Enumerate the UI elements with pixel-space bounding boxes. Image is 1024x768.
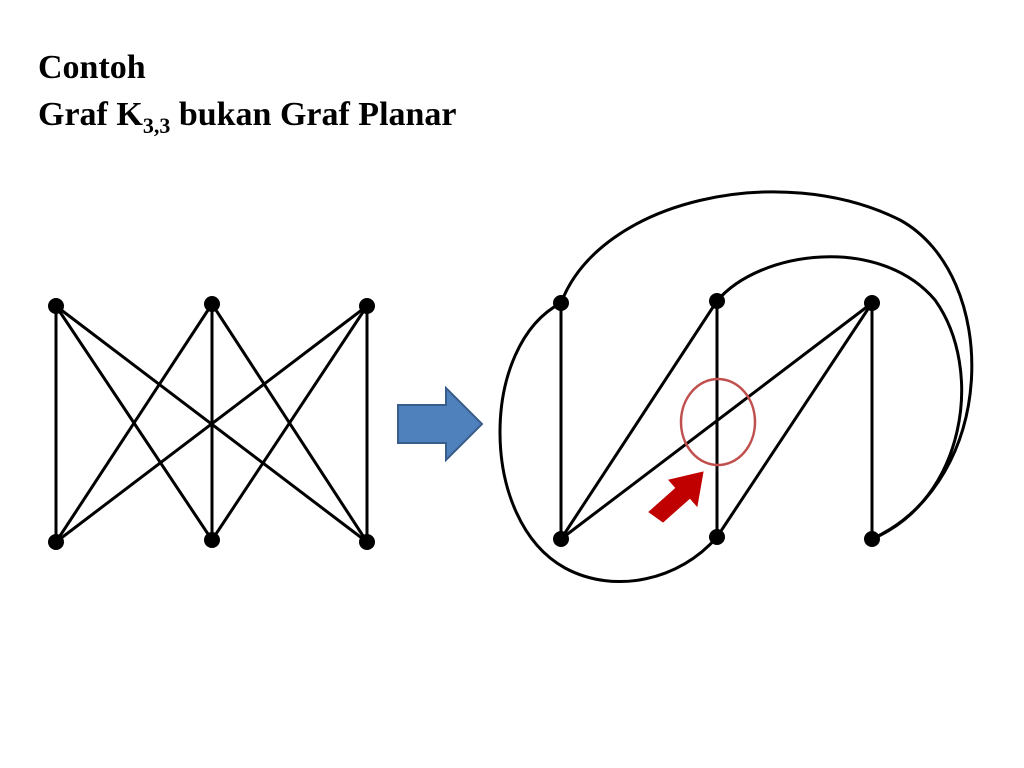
- subtitle-prefix: Graf K: [38, 96, 143, 133]
- edge-right-a3-b1: [560, 301, 873, 541]
- edge-left-a3-b2: [210, 305, 369, 541]
- edge-right-a1-b3: [559, 190, 974, 541]
- vertex-right-b3: [864, 531, 880, 547]
- vertex-left-b1: [48, 534, 64, 550]
- vertex-right-a2: [709, 293, 725, 309]
- vertex-right-b1: [553, 531, 569, 547]
- crossing-highlight-ellipse: [679, 377, 757, 467]
- vertex-left-b3: [359, 534, 375, 550]
- edge-right-a2-b1: [559, 300, 719, 540]
- vertex-left-a1: [48, 298, 64, 314]
- graph-right: [498, 190, 974, 583]
- graph-left-vertices: [48, 296, 375, 550]
- graph-right-vertices: [553, 293, 880, 547]
- graph-left: [54, 303, 369, 544]
- edge-right-a3-b2: [715, 302, 874, 538]
- vertex-right-b2: [709, 529, 725, 545]
- slide-title: Contoh: [38, 49, 146, 86]
- edge-right-a1-b2: [498, 301, 719, 583]
- right-arrow-icon: [397, 385, 484, 463]
- subtitle-suffix: bukan Graf Planar: [170, 96, 457, 133]
- slide-title-block: Contoh Graf K3,3 bukan Graf Planar: [38, 44, 457, 141]
- pointer-arrow-icon: [648, 471, 704, 523]
- slide-subtitle: Graf K3,3 bukan Graf Planar: [38, 91, 457, 141]
- edge-right-a2-b3: [715, 255, 964, 541]
- vertex-left-a2: [204, 296, 220, 312]
- vertex-right-a1: [553, 295, 569, 311]
- subtitle-subscript: 3,3: [142, 113, 171, 138]
- vertex-left-a3: [359, 298, 375, 314]
- edge-left-a2-b1: [54, 303, 214, 543]
- vertex-right-a3: [864, 295, 880, 311]
- vertex-left-b2: [204, 532, 220, 548]
- edge-left-a3-b1: [55, 304, 368, 544]
